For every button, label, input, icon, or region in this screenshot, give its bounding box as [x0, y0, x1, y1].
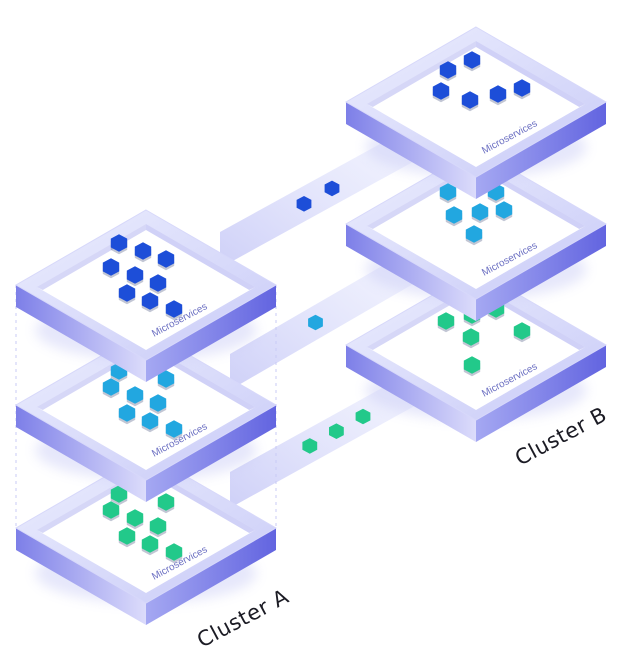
microservice-node	[141, 535, 159, 553]
microservice-node	[118, 404, 136, 422]
microservice-node	[149, 517, 167, 535]
microservice-node	[126, 509, 144, 527]
cluster-a-layer-1: Microservices	[14, 209, 278, 382]
connection-pipe	[230, 244, 420, 390]
microservice-node	[495, 201, 513, 219]
tray-side-right	[146, 528, 276, 625]
microservice-node	[437, 312, 455, 330]
microservice-node	[102, 258, 120, 276]
tray-side-left	[16, 405, 146, 502]
microservice-node	[102, 378, 120, 396]
microservice-node	[141, 292, 159, 310]
connection-pipe	[230, 367, 420, 508]
microservice-node	[165, 300, 183, 318]
microservice-node	[110, 485, 128, 503]
tray-side-left	[346, 345, 476, 442]
microservice-node	[118, 527, 136, 545]
microservice-node	[126, 266, 144, 284]
microservice-node	[462, 328, 480, 346]
microservice-node	[471, 203, 489, 221]
microservice-node	[141, 412, 159, 430]
tray-side-left	[346, 102, 476, 199]
data-packet	[329, 423, 344, 439]
microservice-node	[149, 394, 167, 412]
microservice-node	[165, 543, 183, 561]
microservice-node	[102, 501, 120, 519]
connection-pipe	[220, 122, 420, 268]
data-packet	[355, 408, 371, 425]
microservice-node	[461, 91, 479, 109]
tray-side-right	[146, 405, 276, 502]
data-packet	[296, 196, 312, 212]
tray-side-left	[346, 224, 476, 321]
cluster-a-layer-3: Microservices	[14, 452, 278, 625]
microservice-node	[165, 420, 183, 438]
microservice-node	[489, 85, 507, 103]
microservice-node	[157, 250, 175, 268]
microservice-node	[445, 206, 463, 224]
microservice-node	[463, 356, 481, 374]
microservice-node	[463, 51, 481, 69]
microservice-node	[513, 79, 531, 97]
cluster-b-layer-3: Microservices	[344, 269, 608, 442]
cluster-a-layer-2: Microservices	[14, 329, 278, 502]
microservice-node	[157, 370, 175, 388]
data-packet	[302, 438, 318, 454]
microservice-node	[149, 274, 167, 292]
microservice-node	[126, 386, 144, 404]
tray-side-left	[16, 285, 146, 382]
cluster-b-layer-1: Microservices	[344, 26, 608, 199]
tray-side-right	[146, 285, 276, 382]
tray-side-right	[476, 102, 606, 199]
microservice-node	[513, 322, 531, 340]
tray-side-right	[476, 345, 606, 442]
microservice-node	[439, 183, 457, 201]
connection-pipes	[220, 122, 420, 508]
data-packet	[324, 180, 340, 197]
tray-side-right	[476, 224, 606, 321]
data-packet	[308, 314, 323, 331]
microservice-node	[118, 284, 136, 302]
microservice-node	[465, 225, 483, 243]
microservice-node	[134, 242, 152, 260]
microservice-node	[439, 61, 457, 79]
microservice-node	[110, 234, 128, 252]
microservice-node	[157, 493, 175, 511]
tray-side-left	[16, 528, 146, 625]
microservice-node	[432, 82, 450, 100]
cluster-trays: MicroservicesMicroservicesMicroservicesM…	[14, 26, 608, 625]
